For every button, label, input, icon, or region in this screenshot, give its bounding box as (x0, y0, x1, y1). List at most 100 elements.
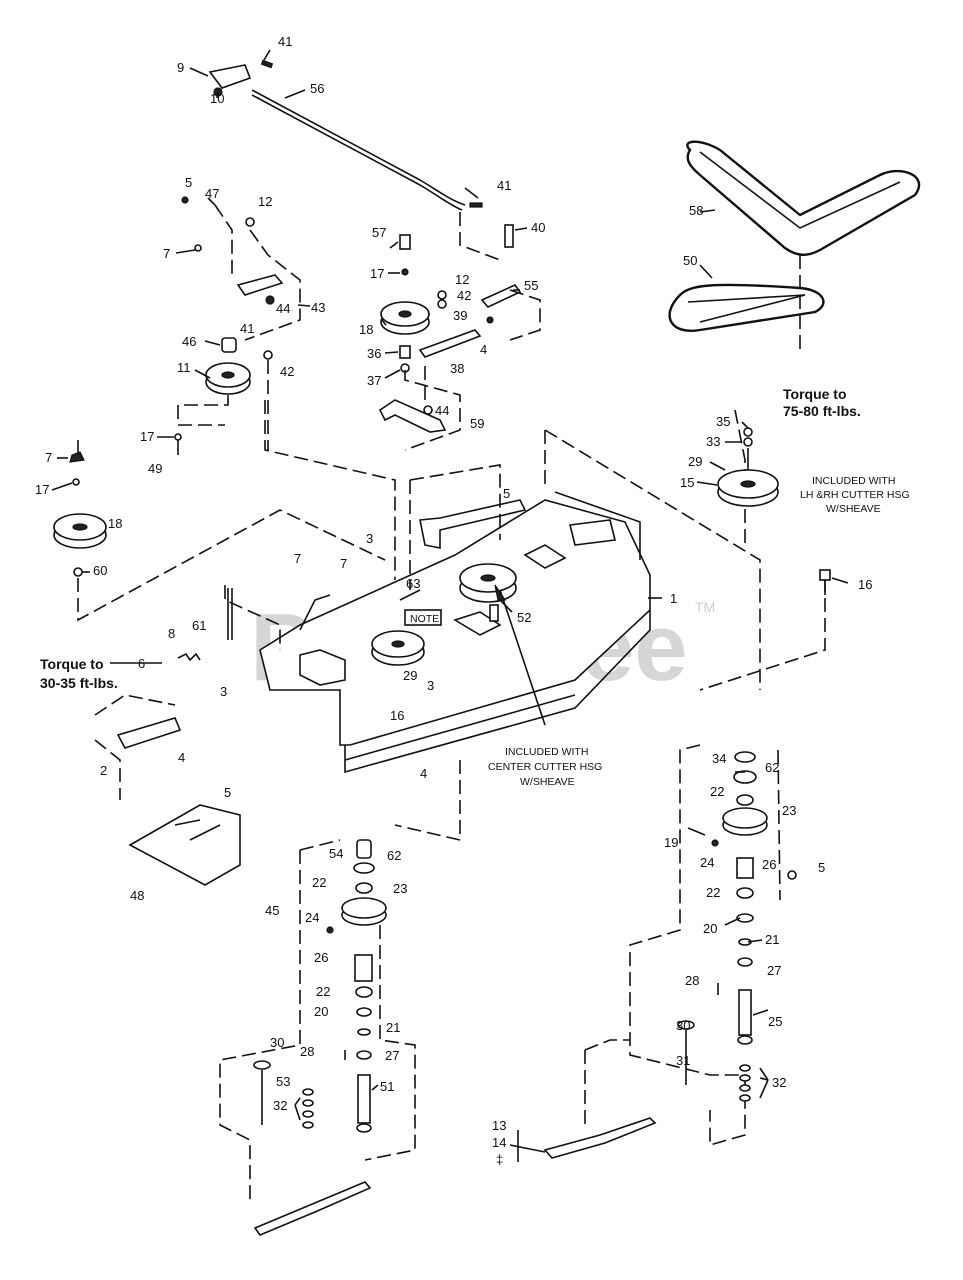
lh-rh-note-line1: INCLUDED WITH (812, 475, 895, 487)
deflector-48 (128, 804, 241, 886)
callout-13: 13 (492, 1118, 506, 1133)
torque-note-top-line2: 75-80 ft-lbs. (783, 403, 861, 419)
callout-26: 26 (314, 950, 328, 965)
callout-23: 23 (782, 803, 796, 818)
callout-29: 29 (403, 668, 417, 683)
callout-20: 20 (703, 921, 717, 936)
callout-3: 3 (366, 531, 373, 546)
callout-29: 29 (688, 454, 702, 469)
callout-21: 21 (765, 932, 779, 947)
torque-note-left-line1: Torque to (40, 656, 104, 672)
lh-rh-housing-note: INCLUDED WITH LH &RH CUTTER HSG W/SHEAVE (800, 475, 910, 515)
callout-55: 55 (524, 278, 538, 293)
center-housing-note: INCLUDED WITH CENTER CUTTER HSG W/SHEAVE (488, 746, 602, 788)
callout-47: 47 (205, 186, 219, 201)
center-note-line3: W/SHEAVE (520, 776, 575, 788)
deck-bracket-rear (419, 499, 616, 549)
callout-42: 42 (457, 288, 471, 303)
callout-52: 52 (517, 610, 531, 625)
guard-2 (94, 694, 182, 800)
callout-46: 46 (182, 334, 196, 349)
callout-56: 56 (310, 81, 324, 96)
callout-double-dagger: ‡ (496, 1152, 503, 1167)
leader-lines (51, 49, 849, 1153)
center-note-line2: CENTER CUTTER HSG (488, 761, 602, 773)
callout-5: 5 (503, 486, 510, 501)
callout-5: 5 (224, 785, 231, 800)
torque-note-left-line2: 30-35 ft-lbs. (40, 675, 118, 691)
control-rod-assembly (208, 59, 501, 261)
callout-63: 63 (406, 576, 420, 591)
callout-3: 3 (427, 678, 434, 693)
spindle-left (219, 760, 461, 1200)
callout-50: 50 (683, 253, 697, 268)
callout-43: 43 (311, 300, 325, 315)
center-note-line1: INCLUDED WITH (505, 746, 588, 758)
belt-58 (686, 140, 921, 256)
callout-7: 7 (45, 450, 52, 465)
callout-36: 36 (367, 346, 381, 361)
callout-41: 41 (497, 178, 511, 193)
note-box-text: NOTE (410, 613, 439, 625)
callout-51: 51 (380, 1079, 394, 1094)
callout-6: 6 (138, 656, 145, 671)
pulley-52 (459, 563, 546, 726)
callout-8: 8 (168, 626, 175, 641)
callout-11: 11 (177, 360, 191, 375)
callout-22: 22 (706, 885, 720, 900)
callout-34: 34 (712, 751, 726, 766)
callout-33: 33 (706, 434, 720, 449)
callout-61: 61 (192, 618, 206, 633)
guide-line-c (264, 400, 396, 580)
callout-17: 17 (370, 266, 384, 281)
callout-18: 18 (108, 516, 122, 531)
callout-4: 4 (178, 750, 185, 765)
callout-1: 1 (670, 591, 677, 606)
callout-24: 24 (305, 910, 319, 925)
callout-12: 12 (258, 194, 272, 209)
callout-14: 14 (492, 1135, 506, 1150)
idler-arm-38 (418, 224, 541, 358)
callout-59: 59 (470, 416, 484, 431)
callout-5: 5 (818, 860, 825, 875)
callout-23: 23 (393, 881, 407, 896)
callout-35: 35 (716, 414, 730, 429)
callout-19: 19 (664, 835, 678, 850)
callout-4: 4 (480, 342, 487, 357)
callout-9: 9 (177, 60, 184, 75)
idler-center (378, 234, 461, 451)
callout-3: 3 (220, 684, 227, 699)
watermark-tm: TM (695, 599, 715, 615)
pulley-29-deck: NOTE (371, 609, 442, 666)
callout-45: 45 (265, 903, 279, 918)
callout-24: 24 (700, 855, 714, 870)
bolt-16-right (819, 569, 831, 595)
callout-17: 17 (35, 482, 49, 497)
callout-labels: 41 9 10 56 41 5 47 12 7 43 44 41 46 42 1… (35, 34, 872, 1167)
callout-57: 57 (372, 225, 386, 240)
torque-note-left: Torque to 30-35 ft-lbs. (40, 656, 118, 691)
callout-18: 18 (359, 322, 373, 337)
callout-7: 7 (294, 551, 301, 566)
callout-40: 40 (531, 220, 545, 235)
callout-41: 41 (278, 34, 292, 49)
callout-7: 7 (340, 556, 347, 571)
callout-22: 22 (710, 784, 724, 799)
callout-53: 53 (276, 1074, 290, 1089)
callout-22: 22 (312, 875, 326, 890)
callout-26: 26 (762, 857, 776, 872)
callout-62: 62 (387, 848, 401, 863)
idler-bracket-left (181, 196, 301, 450)
callout-16: 16 (390, 708, 404, 723)
callout-60: 60 (93, 563, 107, 578)
callout-30: 30 (676, 1018, 690, 1033)
callout-41: 41 (240, 321, 254, 336)
bolt-61 (224, 585, 281, 650)
callout-27: 27 (767, 963, 781, 978)
callout-25: 25 (768, 1014, 782, 1029)
guide-line-d (699, 578, 826, 691)
callout-58: 58 (689, 203, 703, 218)
torque-note-top-line1: Torque to (783, 386, 847, 402)
callout-22: 22 (316, 984, 330, 999)
callout-62: 62 (765, 760, 779, 775)
